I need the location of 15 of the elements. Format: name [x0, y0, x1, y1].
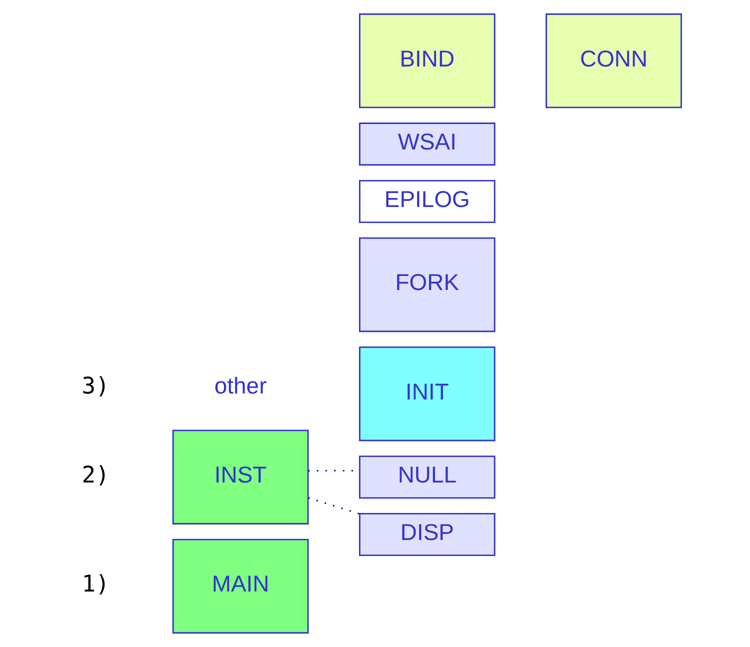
node-box: WSAI [358, 122, 495, 166]
label: 2) [81, 462, 109, 489]
node-box: MAIN [172, 538, 308, 634]
node-box: FORK [358, 237, 495, 332]
node-box: DISP [358, 512, 495, 556]
node-box: CONN [545, 13, 682, 108]
label: other [214, 372, 266, 399]
node-box: EPILOG [358, 180, 495, 224]
label: 3) [81, 374, 109, 400]
node-box: INIT [358, 346, 495, 442]
node-box: INST [172, 430, 308, 524]
connector [308, 497, 360, 514]
node-box: NULL [358, 456, 495, 499]
label: 1) [81, 572, 109, 598]
node-box: BIND [358, 13, 495, 108]
